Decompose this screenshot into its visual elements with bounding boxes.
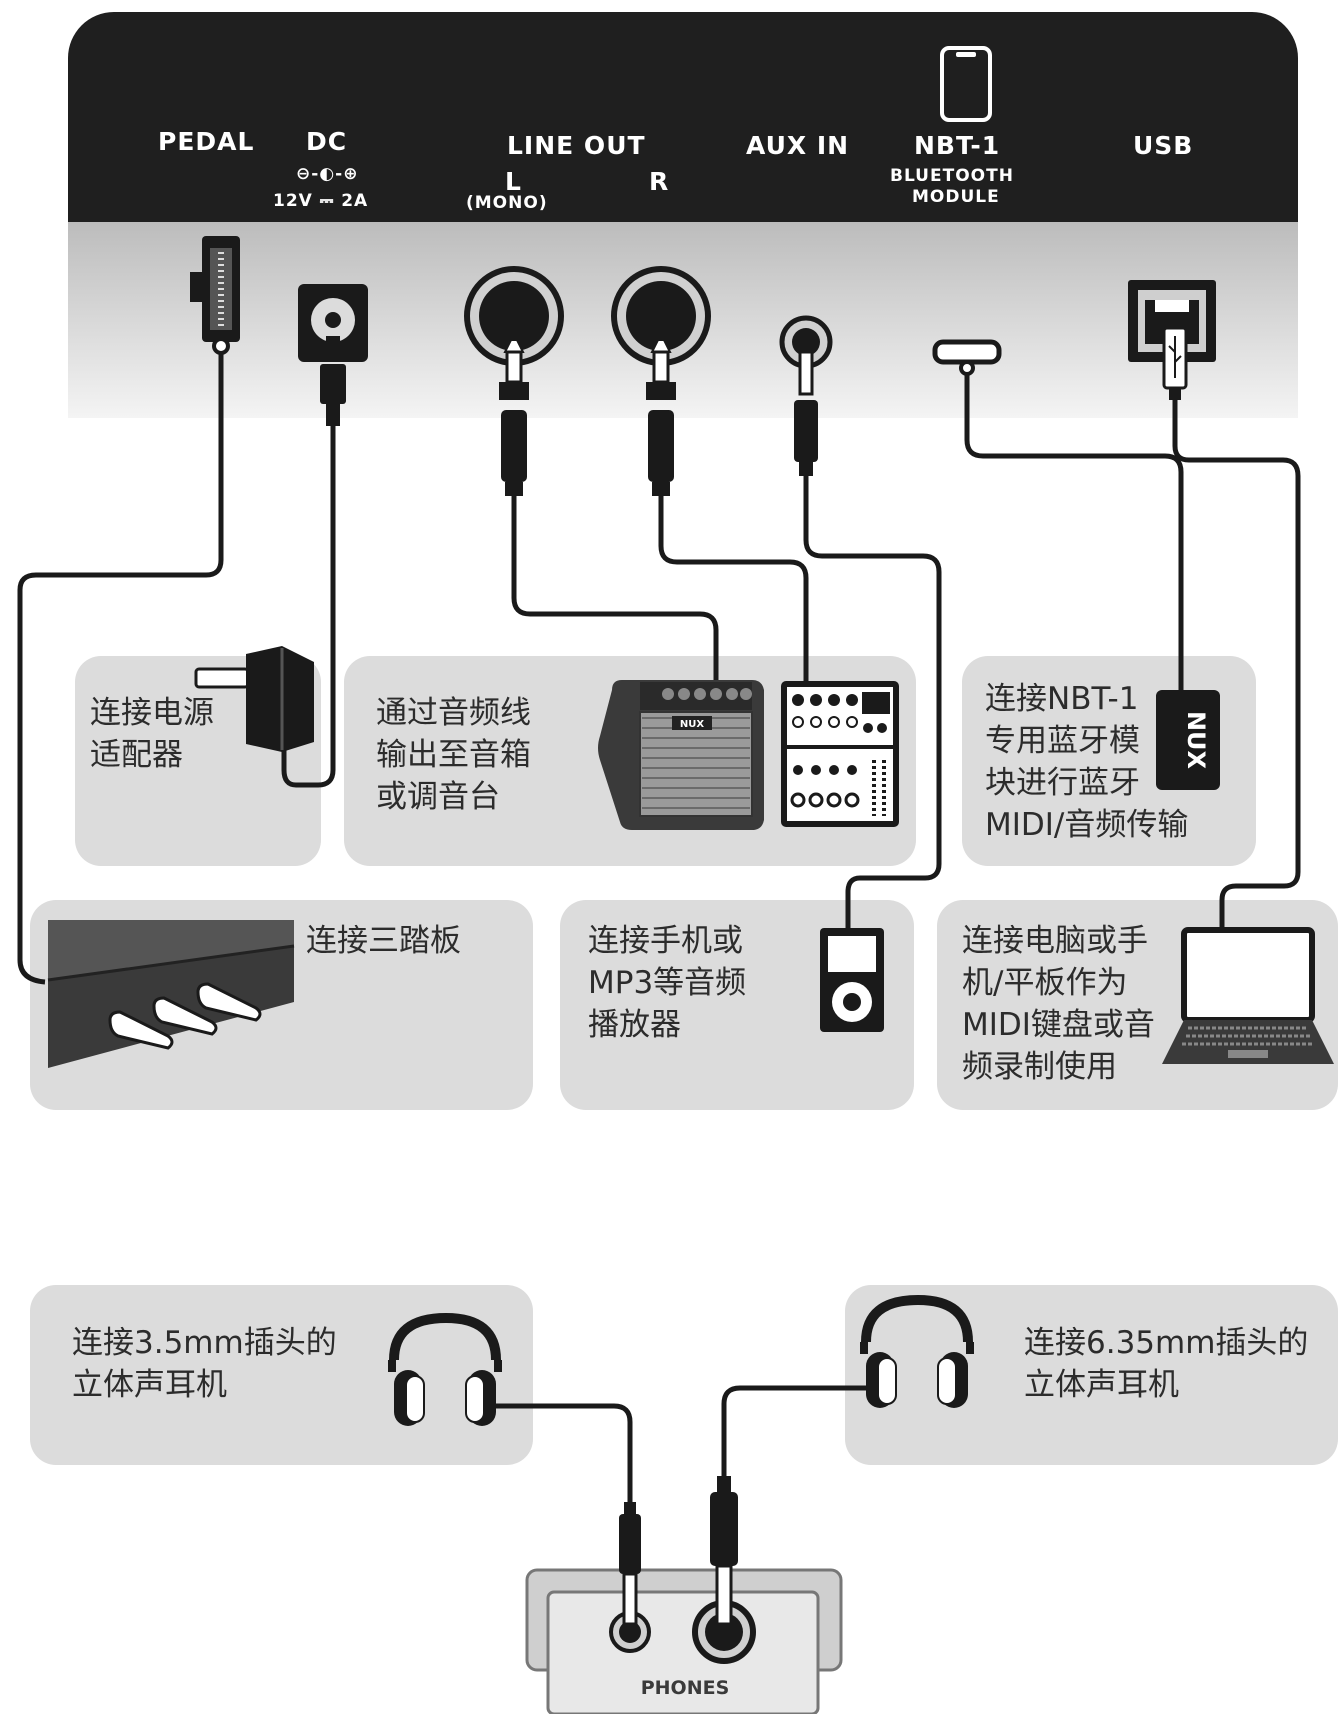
headphone-35-icon bbox=[388, 1312, 502, 1426]
phone-icon bbox=[940, 46, 992, 122]
cables bbox=[17, 353, 1301, 1502]
line-out-r-cable bbox=[658, 496, 809, 685]
line-out-label: LINE OUT bbox=[507, 131, 646, 160]
module-label: MODULE bbox=[912, 187, 1000, 207]
aux-in-cable bbox=[803, 476, 942, 930]
line-out-r-jack-icon bbox=[611, 266, 711, 496]
pedal-connector-icon bbox=[190, 236, 240, 355]
phones-label: PHONES bbox=[640, 1677, 730, 1699]
computer-caption: 连接电脑或手 机/平板作为 MIDI键盘或音 频录制使用 bbox=[962, 923, 1155, 1085]
power-adapter-caption: 连接电源 适配器 bbox=[90, 695, 214, 773]
aux-in-label: AUX IN bbox=[746, 131, 850, 160]
module-logo: NUX bbox=[1182, 711, 1210, 770]
dc-jack-icon bbox=[298, 284, 368, 426]
headphone-635-caption: 连接6.35mm插头的 立体声耳机 bbox=[1024, 1325, 1309, 1403]
headphone-635-icon bbox=[860, 1294, 974, 1408]
plug-35-icon bbox=[619, 1502, 641, 1626]
piano-pedals-icon bbox=[47, 920, 295, 1068]
dc-cable bbox=[281, 426, 336, 788]
nbt1-label: NBT-1 bbox=[914, 131, 1001, 160]
line-out-mono-label: (MONO) bbox=[466, 193, 548, 213]
player-caption: 连接手机或 MP3等音频 播放器 bbox=[588, 923, 747, 1043]
phones-module-icon bbox=[525, 1568, 843, 1714]
aux-in-jack-icon bbox=[779, 315, 833, 476]
bluetooth-dongle-icon: NUX bbox=[1156, 690, 1220, 790]
nbt1-cable bbox=[964, 374, 1184, 690]
plug-635-icon bbox=[710, 1476, 738, 1626]
bluetooth-caption: 连接NBT-1 专用蓝牙模 块进行蓝牙 MIDI/音频传输 bbox=[985, 681, 1189, 843]
line-out-r-label: R bbox=[649, 167, 670, 196]
bluetooth-label: BLUETOOTH bbox=[890, 166, 1014, 186]
usb-cable bbox=[1172, 400, 1301, 930]
pedal-cable bbox=[17, 353, 224, 985]
headphone-35-caption: 连接3.5mm插头的 立体声耳机 bbox=[72, 1325, 337, 1403]
mp3-player-icon bbox=[820, 928, 884, 1032]
mixer-icon bbox=[781, 681, 899, 827]
usb-label: USB bbox=[1133, 131, 1194, 160]
amp-logo: NUX bbox=[680, 719, 704, 730]
line-out-l-jack-icon bbox=[464, 266, 564, 496]
audio-out-caption: 通过音频线 输出至音箱 或调音台 bbox=[376, 695, 531, 815]
headphone-35-cable bbox=[493, 1403, 633, 1502]
usb-port-icon bbox=[1128, 280, 1216, 400]
line-out-l-label: L bbox=[505, 167, 522, 196]
dc-polarity-symbol: ⊖-◐-⊕ bbox=[296, 164, 359, 184]
dc-label: DC bbox=[306, 127, 348, 156]
rear-panel-top bbox=[68, 12, 1298, 222]
laptop-icon bbox=[1162, 927, 1334, 1064]
nbt1-slot-icon bbox=[932, 339, 1002, 376]
headphone-635-box bbox=[845, 1285, 1338, 1465]
power-adapter-icon bbox=[194, 646, 314, 752]
headphone-635-cable bbox=[721, 1385, 872, 1476]
pedal-label: PEDAL bbox=[158, 127, 255, 156]
line-out-l-cable bbox=[511, 496, 719, 680]
dc-rating: 12V ⎓ 2A bbox=[273, 191, 369, 211]
amplifier-icon: NUX bbox=[598, 680, 764, 830]
pedals-caption: 连接三踏板 bbox=[306, 923, 461, 959]
